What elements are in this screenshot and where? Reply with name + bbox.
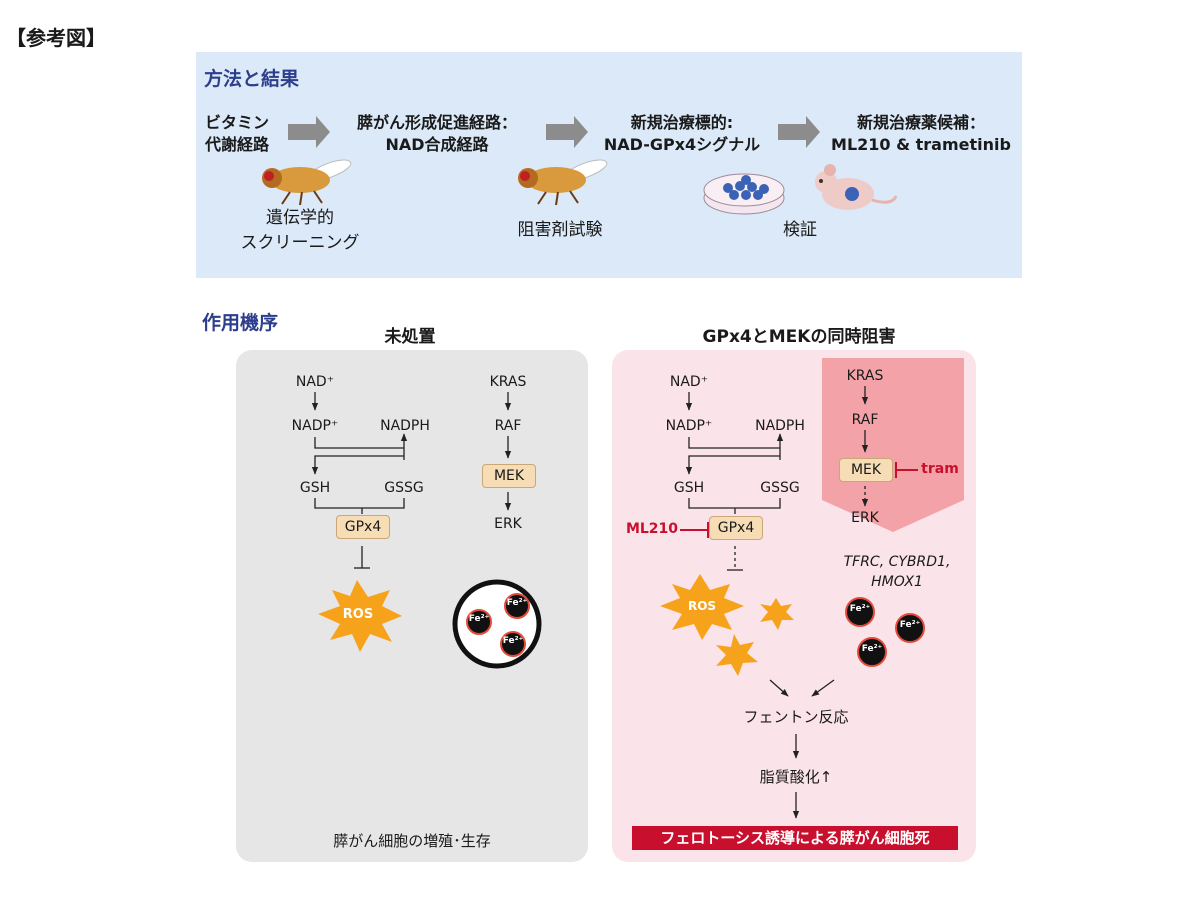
iron-genes-line2: HMOX1: [871, 574, 923, 590]
treated-erk: ERK: [851, 510, 879, 526]
fe-label: Fe²⁺: [468, 614, 490, 624]
untreated-erk: ERK: [494, 516, 522, 532]
step-1-line1: ビタミン: [204, 113, 269, 132]
flow-arrow-2: [546, 116, 588, 148]
untreated-gsh: GSH: [299, 480, 331, 496]
fe-label: Fe²⁺: [506, 598, 528, 608]
iron-genes-line1: TFRC, CYBRD1,: [843, 554, 951, 570]
step-1-line2: 代謝経路: [204, 135, 269, 154]
treated-gpx4-box: GPx4: [709, 516, 763, 540]
iron-vesicle: [452, 579, 542, 669]
fe-label: Fe²⁺: [899, 620, 921, 630]
untreated-nadph: NADPH: [380, 418, 430, 434]
mechanism-title: 作用機序: [202, 312, 279, 334]
ros-burst-treated: [660, 574, 744, 640]
untreated-arrows: [311, 392, 512, 569]
treated-nadp: NADP⁺: [665, 418, 713, 434]
untreated-nad: NAD⁺: [295, 374, 335, 390]
fe-ion: [466, 609, 492, 635]
note-1-line1: 遺伝学的: [266, 208, 334, 228]
methods-title: 方法と結果: [204, 68, 300, 90]
note-1-line2: スクリーニング: [240, 233, 360, 253]
flow-arrow-3: [778, 116, 820, 148]
flow-arrows: [288, 116, 820, 148]
ros-burst: [318, 580, 402, 652]
free-iron: [845, 597, 925, 667]
fe-ion: [504, 593, 530, 619]
treated-mek-box: MEK: [839, 458, 893, 482]
fruit-fly-icon: [518, 159, 608, 206]
ros-burst-small: [716, 634, 758, 676]
lipid-oxidation: 脂質酸化↑: [759, 768, 833, 786]
petri-dish-icon: [703, 173, 785, 215]
step-4-line1: 新規治療薬候補：: [856, 113, 985, 132]
fe-label: Fe²⁺: [849, 604, 871, 614]
step-3-line1: 新規治療標的:: [630, 113, 734, 132]
untreated-title: 未処置: [384, 327, 436, 347]
treated-gssg: GSSG: [760, 480, 800, 496]
fe-ion: [895, 613, 925, 643]
treated-nad: NAD⁺: [669, 374, 709, 390]
note-genetic-screening: 遺伝学的 スクリーニング: [240, 206, 360, 256]
treated-ros-label: ROS: [687, 599, 717, 613]
note-inhibitor-test: 阻害剤試験: [500, 218, 620, 243]
step-2-line1: 膵がん形成促進経路：: [356, 113, 517, 132]
note-2-line1: 阻害剤試験: [517, 220, 603, 240]
page-label: 【参考図】: [6, 26, 106, 50]
fruit-fly-icon: [262, 159, 352, 206]
fe-ion: [845, 597, 875, 627]
untreated-raf: RAF: [494, 418, 522, 434]
iron-genes: TFRC, CYBRD1, HMOX1: [822, 552, 972, 592]
treated-raf: RAF: [851, 412, 879, 428]
treated-title: GPx4とMEKの同時阻害: [702, 327, 896, 347]
step-vitamin-pathway: ビタミン 代謝経路: [196, 112, 278, 156]
untreated-nadp: NADP⁺: [291, 418, 339, 434]
step-target: 新規治療標的: NAD-GPx4シグナル: [588, 112, 776, 156]
mouse-icon: [815, 164, 898, 210]
treated-gsh: GSH: [673, 480, 705, 496]
step-4-line2: ML210 & trametinib: [831, 135, 1011, 154]
untreated-ros-label: ROS: [342, 607, 374, 622]
step-drug-candidates: 新規治療薬候補： ML210 & trametinib: [818, 112, 1024, 156]
fe-label: Fe²⁺: [502, 636, 524, 646]
untreated-gssg: GSSG: [384, 480, 424, 496]
ferroptosis-outcome-banner: フェロトーシス誘導による膵がん細胞死: [632, 826, 958, 850]
ml210-label: ML210: [625, 521, 679, 537]
fe-label: Fe²⁺: [861, 644, 883, 654]
treated-kras: KRAS: [846, 368, 884, 384]
step-nad-pathway: 膵がん形成促進経路： NAD合成経路: [330, 112, 544, 156]
step-2-line2: NAD合成経路: [385, 135, 489, 154]
tram-inhibition: [895, 462, 918, 478]
flow-arrow-1: [288, 116, 330, 148]
note-3-line1: 検証: [783, 220, 817, 240]
ml210-inhibition: [680, 522, 709, 538]
untreated-gpx4-box: GPx4: [336, 515, 390, 539]
ros-burst-small: [760, 598, 794, 630]
tram-label: tram: [921, 461, 959, 477]
treated-arrows: [685, 392, 835, 819]
fenton-reaction: フェントン反応: [743, 708, 849, 726]
untreated-kras: KRAS: [489, 374, 527, 390]
fe-ion: [857, 637, 887, 667]
untreated-outcome: 膵がん細胞の増殖･生存: [333, 832, 491, 850]
mek-pathway-arrow: [822, 358, 964, 532]
note-validation: 検証: [760, 218, 840, 243]
treated-nadph: NADPH: [755, 418, 805, 434]
fe-ion: [500, 631, 526, 657]
step-3-line2: NAD-GPx4シグナル: [603, 135, 761, 154]
untreated-mek-box: MEK: [482, 464, 536, 488]
